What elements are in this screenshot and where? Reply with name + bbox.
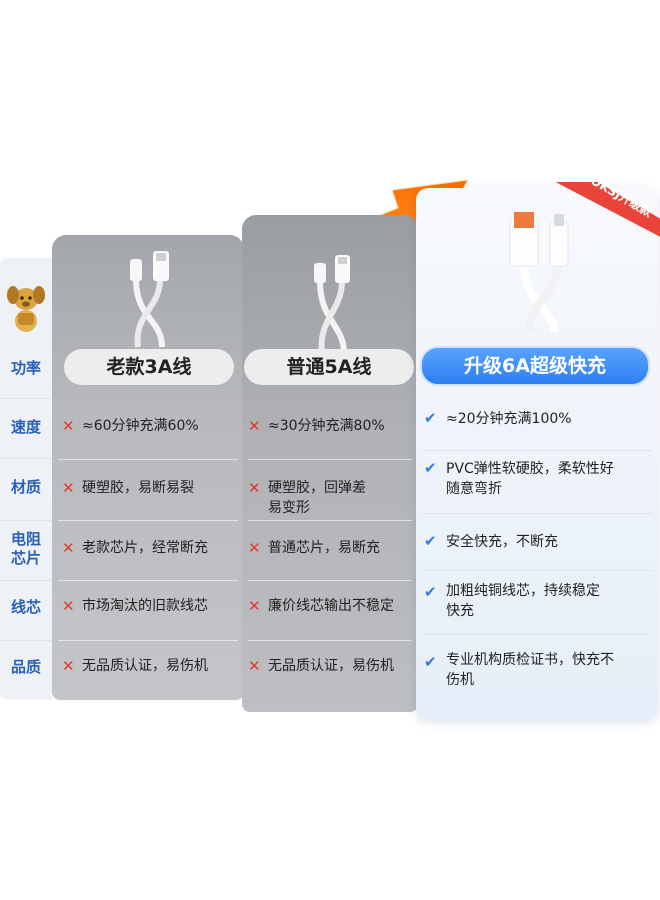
upgrade-6a-core-line1: 加粗纯铜线芯，持续稳定 bbox=[446, 583, 600, 599]
row-label-material: 材质 bbox=[10, 478, 41, 496]
normal-5a-chip: 普通芯片，易断充 bbox=[268, 540, 380, 556]
cross-icon: ✕ bbox=[62, 539, 75, 557]
cross-icon: ✕ bbox=[62, 657, 75, 675]
column-upgrade-6a: 升级6A超级快充 ✔ ≈20分钟充满100% ✔ PVC弹性软硬胶，柔软性好 随… bbox=[416, 188, 658, 720]
old-3a-material: 硬塑胶，易断易裂 bbox=[82, 480, 194, 496]
column-title-normal-5a: 普通5A线 bbox=[244, 349, 414, 385]
normal-5a-quality: 无品质认证，易伤机 bbox=[268, 658, 394, 674]
cross-icon: ✕ bbox=[62, 417, 75, 435]
usb-cable-image bbox=[314, 255, 350, 354]
cross-icon: ✕ bbox=[62, 479, 75, 497]
old-3a-chip: 老款芯片，经常断充 bbox=[82, 540, 208, 556]
cross-icon: ✕ bbox=[248, 479, 261, 497]
row-label-chip-line1: 电阻 bbox=[10, 530, 41, 548]
usb-cable-image bbox=[509, 212, 569, 332]
normal-5a-speed: ≈30分钟充满80% bbox=[268, 418, 385, 434]
upgrade-badge: OKSJ升级款 bbox=[555, 182, 660, 237]
old-3a-quality: 无品质认证，易伤机 bbox=[82, 658, 208, 674]
check-icon: ✔ bbox=[424, 459, 437, 477]
cross-icon: ✕ bbox=[248, 417, 261, 435]
upgrade-6a-material-line1: PVC弹性软硬胶，柔软性好 bbox=[446, 461, 614, 477]
cross-icon: ✕ bbox=[248, 597, 261, 615]
cross-icon: ✕ bbox=[62, 597, 75, 615]
normal-5a-core: 廉价线芯输出不稳定 bbox=[268, 598, 394, 614]
normal-5a-material-line2: 易变形 bbox=[268, 500, 310, 516]
upgrade-6a-quality-line1: 专业机构质检证书，快充不 bbox=[446, 652, 614, 668]
column-old-3a: 老款3A线 ✕ ≈60分钟充满60% ✕ 硬塑胶，易断易裂 ✕ 老款芯片，经常断… bbox=[52, 235, 244, 700]
column-title-old-3a: 老款3A线 bbox=[64, 349, 234, 385]
upgrade-6a-quality-line2: 伤机 bbox=[446, 672, 474, 688]
dog-mascot-icon bbox=[7, 286, 45, 332]
row-label-column: 功率 速度 材质 电阻 芯片 线芯 品质 bbox=[0, 258, 52, 700]
row-label-power: 功率 bbox=[10, 359, 41, 377]
row-label-chip-line2: 芯片 bbox=[10, 549, 41, 567]
check-icon: ✔ bbox=[424, 409, 437, 427]
column-normal-5a: 普通5A线 ✕ ≈30分钟充满80% ✕ 硬塑胶，回弹差 易变形 ✕ 普通芯片，… bbox=[242, 215, 418, 712]
check-icon: ✔ bbox=[424, 532, 437, 550]
cross-icon: ✕ bbox=[248, 539, 261, 557]
check-icon: ✔ bbox=[424, 653, 437, 671]
upgrade-6a-material-line2: 随意弯折 bbox=[446, 481, 502, 497]
upgrade-6a-speed: ≈20分钟充满100% bbox=[446, 411, 572, 427]
old-3a-speed: ≈60分钟充满60% bbox=[82, 418, 199, 434]
column-title-upgrade-6a: 升级6A超级快充 bbox=[420, 346, 650, 386]
row-label-speed: 速度 bbox=[10, 418, 41, 436]
normal-5a-material-line1: 硬塑胶，回弹差 bbox=[268, 480, 366, 496]
upgrade-6a-chip: 安全快充，不断充 bbox=[446, 534, 558, 550]
upgrade-6a-core-line2: 快充 bbox=[446, 603, 474, 619]
check-icon: ✔ bbox=[424, 583, 437, 601]
row-label-core: 线芯 bbox=[10, 598, 41, 616]
cross-icon: ✕ bbox=[248, 657, 261, 675]
usb-cable-image bbox=[130, 251, 169, 348]
row-label-quality: 品质 bbox=[10, 658, 41, 676]
old-3a-core: 市场淘汰的旧款线芯 bbox=[82, 598, 208, 614]
